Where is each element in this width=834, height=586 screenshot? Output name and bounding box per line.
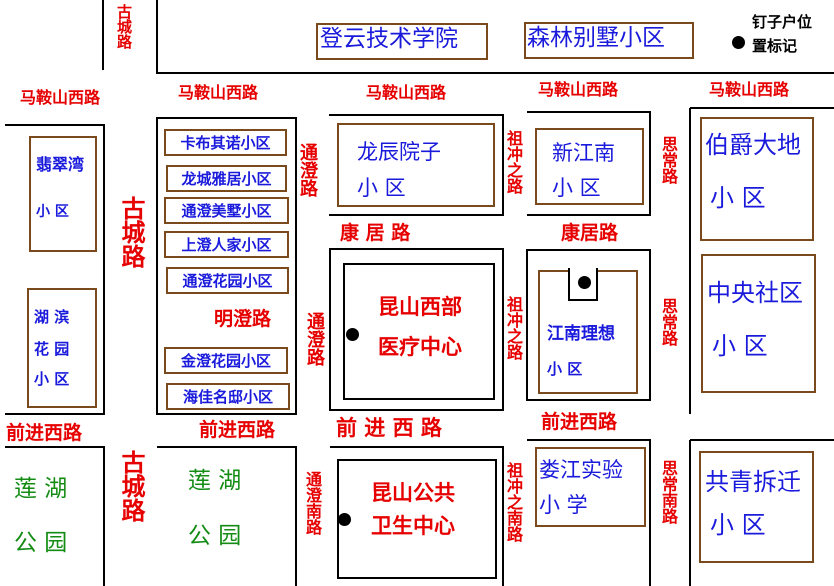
road-sichang-1: 思常路 [659,136,678,184]
hubin-label-1: 湖 滨 [34,308,70,326]
jincheng-huayuan-box: 金澄花园小区 [164,347,288,374]
jiangnan-lixiang-label-2: 小 区 [547,360,583,378]
xinjiangnan-label-2: 小 区 [552,176,601,200]
hubin-garden-box [27,288,97,408]
longchen-label-1: 龙辰院子 [357,140,441,164]
road-maanshan-4: 马鞍山西路 [538,80,619,99]
road-tongcheng-2: 通澄路 [304,312,325,366]
road-gucheng-mid: 古城路 [117,196,145,268]
bojue-label-2: 小 区 [710,184,766,212]
line-top-frame [156,0,834,74]
zhongyang-box [701,254,816,393]
legend-line1: 钉子户位 [752,13,813,31]
road-zuchong-1: 祖冲之路 [504,130,523,194]
medical-marker-dot-icon [346,328,359,341]
tongcheng-huayuan-box: 通澄花园小区 [166,267,289,294]
feicuiwan-label: 翡翠湾 [36,155,85,174]
road-maanshan-1: 马鞍山西路 [20,88,101,107]
road-tongcheng-1: 通澄路 [297,143,318,197]
shangcheng-renjia-box: 上澄人家小区 [164,231,289,258]
hubin-label-3: 小 区 [34,370,70,388]
feicuiwan-box [29,136,97,252]
line-bottom-left [5,446,105,586]
health-marker-dot-icon [338,513,351,526]
road-gucheng-bottom: 古城路 [117,450,145,522]
xinjiangnan-box [535,128,644,205]
jiangnan-lixiang-label-1: 江南理想 [547,324,615,344]
road-qianjin-4: 前进西路 [541,411,618,433]
hubin-label-2: 花 园 [34,340,70,358]
tongcheng-meishu-box: 通澄美墅小区 [164,197,289,224]
longchen-label-2: 小 区 [357,176,406,200]
road-qianjin-1: 前进西路 [6,422,83,444]
jiangnan-marker-dot-icon [578,276,591,289]
road-zuchong-south: 祖冲之南路 [504,462,523,542]
health-label-2: 卫生中心 [371,514,455,538]
line-column-b [329,114,504,216]
feicuiwan-sub-label: 小 区 [36,204,69,220]
haijia-mingdi-box: 海佳名邸小区 [166,383,290,410]
road-gucheng-top: 古城路 [115,4,133,49]
line-column-a [156,117,297,415]
senlin-villa-label: 森林别墅小区 [527,25,665,51]
road-qianjin-3: 前 进 西 路 [336,416,442,440]
loujiang-label-1: 娄江实验 [539,458,623,482]
zhongyang-label-1: 中央社区 [707,279,803,307]
lianhu-mid-label-2: 公 园 [188,523,242,549]
line-column-c [527,111,651,216]
gongqing-box [699,451,814,563]
road-maanshan-3: 马鞍山西路 [366,83,447,102]
loujiang-label-2: 小 学 [539,493,588,517]
longchen-box [337,123,495,207]
dengyun-college-label: 登云技术学院 [320,26,458,52]
loujiang-box [535,447,646,527]
lianhu-mid-label-1: 莲 湖 [188,468,242,494]
road-qianjin-2: 前进西路 [199,419,276,441]
line-loujiang-block [527,439,651,586]
road-tongcheng-south: 通澄南路 [303,471,322,535]
road-kangju-2: 康居路 [561,222,619,244]
road-mingcheng: 明澄路 [214,308,272,330]
zhongyang-label-2: 小 区 [712,332,768,360]
line-lianhu-block [157,446,297,586]
road-maanshan-2: 马鞍山西路 [178,83,259,102]
medical-label-2: 医疗中心 [378,335,462,359]
road-zuchong-2: 祖冲之路 [504,296,523,360]
longchengyaju-box: 龙城雅居小区 [166,165,287,192]
gongqing-label-1: 共青拆迁 [705,468,801,496]
line-health-block [330,446,504,586]
line-block-left [5,124,105,415]
medical-center-box [343,263,495,400]
line-medical-block [329,248,504,411]
health-label-1: 昆山公共 [371,481,455,505]
gongqing-label-2: 小 区 [710,511,766,539]
road-sichang-2: 思常路 [659,298,678,346]
road-sichang-south: 思常南路 [659,460,678,524]
kabuqinuo-box: 卡布其诺小区 [164,129,287,156]
road-maanshan-5: 马鞍山西路 [709,80,790,99]
lianhu-left-label-1: 莲 湖 [14,476,68,502]
line-jiangnan-block [526,249,651,401]
legend-line2: 置标记 [752,37,798,55]
lianhu-left-label-2: 公 园 [14,530,68,556]
bojue-box [700,117,814,241]
legend-dot-icon [732,36,745,49]
bojue-label-1: 伯爵大地 [705,131,801,159]
road-kangju-1: 康 居 路 [340,222,411,244]
xinjiangnan-label-1: 新江南 [552,141,615,165]
medical-label-1: 昆山西部 [378,295,462,319]
dengyun-college-box [316,23,488,60]
senlin-villa-box [524,22,694,59]
